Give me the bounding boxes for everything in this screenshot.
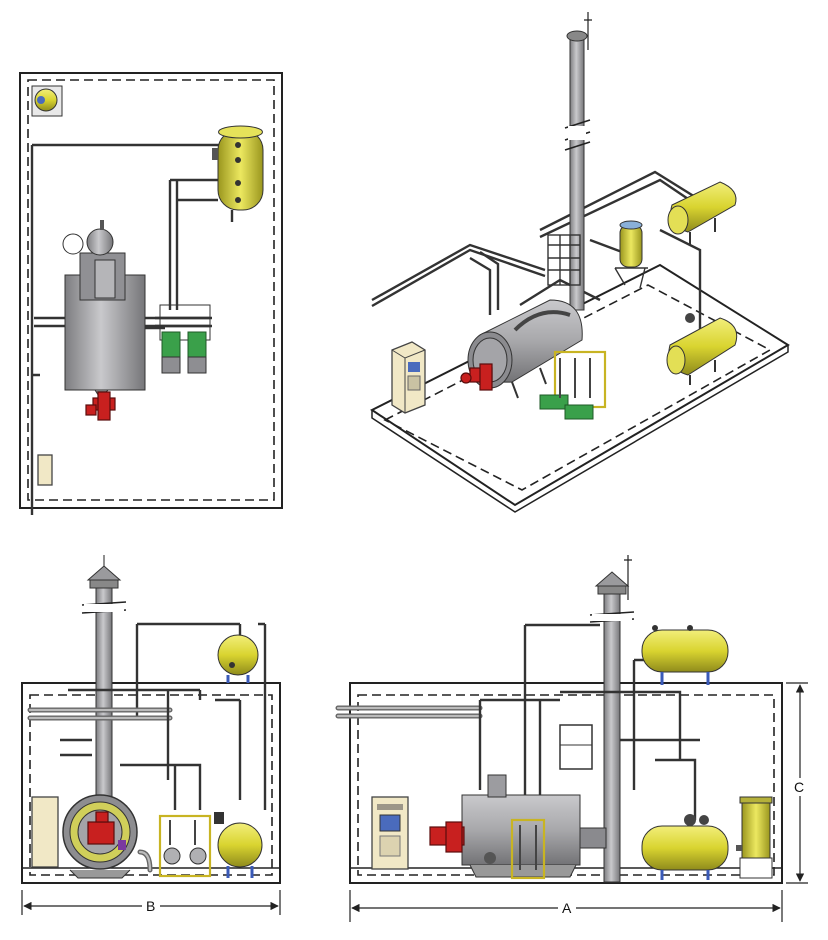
burner-front — [429, 821, 465, 853]
dimension-b — [21, 890, 281, 915]
side-view — [21, 555, 281, 915]
small-tank-front — [736, 796, 773, 879]
upper-tank-iso — [667, 181, 737, 245]
boiler-top — [62, 220, 146, 399]
lower-tank-front — [641, 814, 729, 880]
pump-skid-iso — [539, 350, 607, 420]
dimension-b-label: B — [146, 898, 155, 914]
small-tank-iso — [614, 220, 648, 289]
isometric-view — [370, 12, 790, 513]
lower-tank-iso — [666, 313, 738, 385]
control-cabinet-front — [371, 796, 409, 870]
boiler-front — [461, 774, 607, 878]
dimension-c — [786, 682, 808, 884]
pump-skid-side — [158, 814, 212, 878]
side-view-frame — [21, 682, 281, 884]
chimney-side — [81, 555, 127, 816]
expansion-tank-side — [217, 634, 259, 683]
dimension-a-label: A — [562, 900, 572, 916]
platform-iso — [547, 234, 581, 286]
oil-storage-tank-top — [212, 125, 264, 222]
expansion-tank-top — [31, 85, 63, 117]
burner-top — [85, 391, 116, 421]
oil-tank-side — [217, 822, 263, 878]
chimney-front — [589, 555, 635, 883]
top-view-inner-outline — [27, 79, 275, 501]
burner-side — [87, 811, 126, 850]
chimney-iso — [564, 12, 592, 311]
top-view-frame — [19, 72, 283, 509]
pump-units-top — [155, 304, 212, 374]
control-cabinet-side — [31, 796, 59, 868]
burner-iso — [460, 363, 493, 391]
boiler-iso — [467, 299, 583, 399]
upper-tank-front — [641, 625, 729, 685]
pump-skid-front — [510, 818, 546, 880]
dimension-c-label: C — [794, 779, 804, 795]
top-view — [19, 72, 283, 515]
control-cabinet-top — [37, 454, 53, 486]
dimension-a — [349, 890, 783, 922]
front-view — [335, 555, 808, 922]
front-view-frame — [349, 682, 783, 884]
control-cabinet-iso — [391, 341, 426, 414]
